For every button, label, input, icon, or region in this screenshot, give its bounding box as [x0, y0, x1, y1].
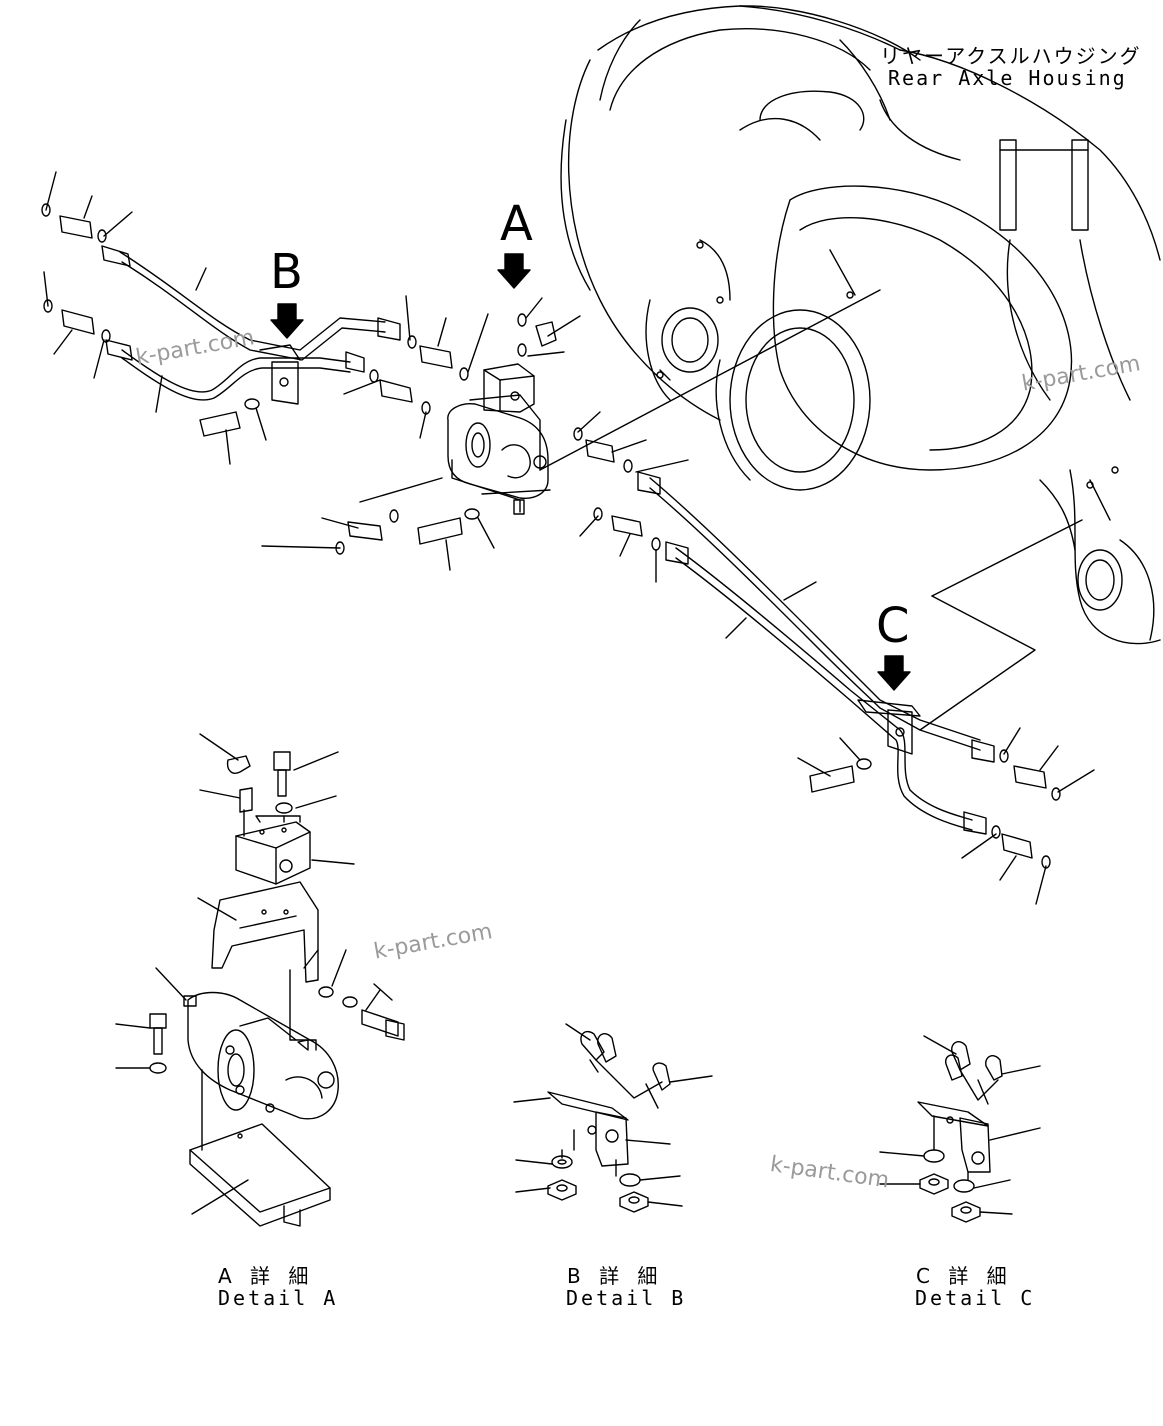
detail-b-label-jp: B 詳 細: [567, 1264, 664, 1288]
left-tube-assembly: [41, 171, 689, 583]
view-c-label: C: [876, 598, 910, 654]
right-tube-assembly: [637, 471, 1095, 905]
detail-c-label-jp: C 詳 細: [916, 1264, 1013, 1288]
view-a-label: A: [500, 196, 533, 252]
detail-c-label-en: Detail C: [915, 1286, 1036, 1310]
view-arrows: [270, 253, 911, 691]
detail-c-drawing: [879, 1035, 1041, 1223]
detail-b-drawing: [513, 1023, 713, 1213]
detail-b-label-en: Detail B: [566, 1286, 687, 1310]
rear-axle-housing: [539, 5, 1161, 731]
view-b-label: B: [270, 244, 303, 300]
detail-a-drawing: [115, 733, 405, 1227]
detail-a-label-jp: A 詳 細: [218, 1264, 315, 1288]
housing-label-jp: リヤーアクスルハウジング: [880, 44, 1142, 68]
housing-label-en: Rear Axle Housing: [888, 66, 1127, 90]
detail-a-label-en: Detail A: [218, 1286, 339, 1310]
center-valve-assembly: [359, 363, 551, 515]
